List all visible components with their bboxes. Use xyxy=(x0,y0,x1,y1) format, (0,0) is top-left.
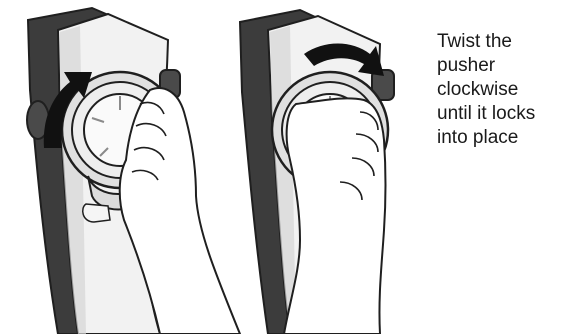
latch xyxy=(83,204,110,222)
instruction-line: Twist the xyxy=(437,30,579,54)
instruction-line: clockwise xyxy=(437,78,579,102)
hand-right xyxy=(284,98,386,334)
device-before-twist xyxy=(27,8,240,334)
instruction-text: Twist the pusher clockwise until it lock… xyxy=(437,30,579,150)
instruction-line: into place xyxy=(437,126,579,150)
instruction-line: pusher xyxy=(437,54,579,78)
instruction-line: until it locks xyxy=(437,102,579,126)
device-after-twist xyxy=(240,10,394,334)
